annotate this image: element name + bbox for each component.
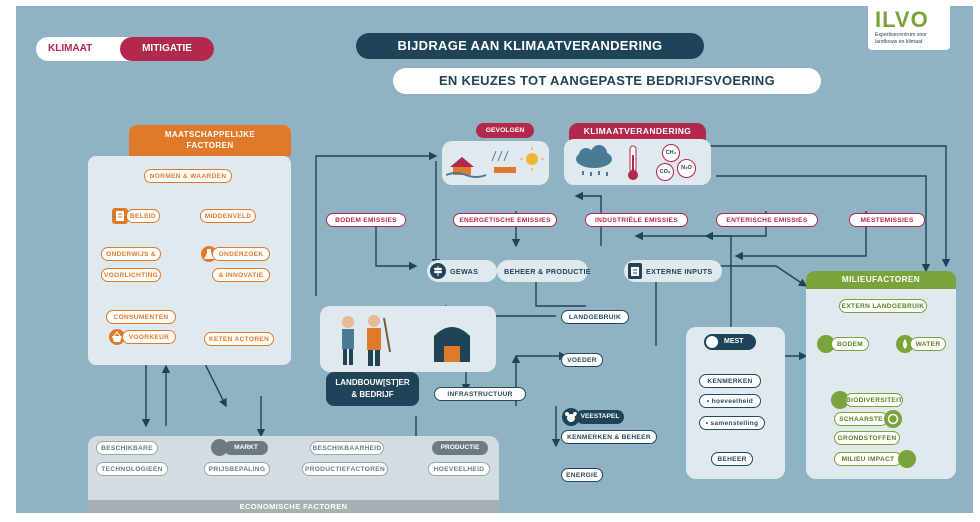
milieu-grondstoffen: GRONDSTOFFEN <box>834 431 900 445</box>
mest-beheer: BEHEER <box>711 452 753 466</box>
title-main: BIJDRAGE AAN KLIMAATVERANDERING <box>356 33 704 59</box>
poster-background: KLIMAAT MITIGATIE BIJDRAGE AAN KLIMAATVE… <box>16 6 973 513</box>
clipboard-icon <box>628 263 642 279</box>
factor-voorkeur: VOORKEUR <box>122 330 176 344</box>
basket-icon <box>109 329 125 345</box>
emission-enterisch: ENTERISCHE EMISSIES <box>716 213 818 227</box>
factor-normen: NORMEN & WAARDEN <box>144 169 232 183</box>
eco-markt: MARKT <box>224 441 268 455</box>
logo-tagline-1: Expertisecentrum voor <box>875 32 927 38</box>
farmer-label-box: LANDBOUW[ST]ER & BEDRIJF <box>326 372 419 406</box>
landgebruik-pill: LANDGEBRUIK <box>561 310 629 324</box>
mest-icon <box>706 336 718 348</box>
eco-productie: PRODUCTIE <box>432 441 488 455</box>
mest-header-label: MEST <box>724 338 744 345</box>
klimaat-panel: CH₄ CO₂ N₂O <box>564 139 711 185</box>
farmer-label-line2: & BEDRIJF <box>351 390 394 399</box>
document-icon <box>112 208 128 224</box>
logo-name: ILVO <box>875 7 929 32</box>
tab-mitigatie[interactable]: MITIGATIE <box>120 37 214 61</box>
mest-header: MEST <box>704 334 756 350</box>
milieu-panel <box>806 289 956 479</box>
wheat-icon <box>430 263 446 279</box>
gevolgen-panel <box>442 141 549 185</box>
eco-beschikbaarheid: BESCHIKBAARHEID <box>310 441 384 455</box>
externe-inputs-label: EXTERNE INPUTS <box>646 267 713 276</box>
maatschappelijk-header-line2: FACTOREN <box>186 141 234 150</box>
milieu-bodem: BODEM <box>831 337 869 351</box>
factor-consumenten: CONSUMENTEN <box>106 310 176 324</box>
gevolgen-label: GEVOLGEN <box>476 123 534 138</box>
economisch-header: ECONOMISCHE FACTOREN <box>88 500 499 513</box>
beheer-pill <box>497 260 588 282</box>
rain-cloud-icon <box>576 145 612 176</box>
maatschappelijk-header: MAATSCHAPPELIJKE FACTOREN <box>129 125 291 156</box>
milieu-header: MILIEUFACTOREN <box>806 271 956 289</box>
farmers-and-barn-illustration <box>342 315 470 366</box>
kenmerken-beheer-pill: KENMERKEN & BEHEER <box>561 430 657 444</box>
eco-hoeveelheid: HOEVEELHEID <box>428 462 490 476</box>
factor-voorlichting: VOORLICHTING <box>101 268 161 282</box>
factor-middenveld: MIDDENVELD <box>200 209 256 223</box>
milieu-water: WATER <box>910 337 946 351</box>
veestapel-pill: VEESTAPEL <box>576 410 624 424</box>
mest-hoeveelheid: • hoeveelheid <box>699 394 761 408</box>
hand-icon <box>898 450 916 468</box>
farmer-label-line1: LANDBOUW[ST]ER <box>335 378 410 387</box>
eco-beschikbare: BESCHIKBARE <box>96 441 158 455</box>
water-drop-icon <box>896 335 914 353</box>
maatschappelijk-header-line1: MAATSCHAPPELIJKE <box>164 130 256 139</box>
emission-energetisch: ENERGETISCHE EMISSIES <box>453 213 557 227</box>
klimaat-header: KLIMAATVERANDERING <box>569 123 706 140</box>
factor-innovatie: & INNOVATIE <box>212 268 270 282</box>
beheer-productie-label: BEHEER & PRODUCTIE <box>504 267 591 276</box>
gewas-label: GEWAS <box>450 267 479 276</box>
n2o-badge: N₂O <box>677 159 696 178</box>
infrastructuur-pill: INFRASTRUCTUUR <box>434 387 526 401</box>
farm-panel <box>320 306 496 372</box>
milieu-biodiversiteit: BIODIVERSITEIT <box>845 393 903 407</box>
thermometer-icon <box>628 145 638 180</box>
emission-industrieel: INDUSTRIËLE EMISSIES <box>585 213 688 227</box>
recycle-icon <box>884 410 902 428</box>
energie-pill: ENERGIE <box>561 468 603 482</box>
biodiversity-icon <box>831 391 849 409</box>
cow-icon <box>562 408 580 426</box>
title-sub: EN KEUZES TOT AANGEPASTE BEDRIJFSVOERING <box>393 68 821 94</box>
mest-samenstelling: • samenstelling <box>699 416 765 430</box>
eco-technologieen: TECHNOLOGIEËN <box>96 462 168 476</box>
emission-bodem: BODEM EMISSIES <box>326 213 406 227</box>
co2-badge: CO₂ <box>656 163 674 181</box>
tab-klimaat[interactable]: KLIMAAT <box>48 43 93 54</box>
factor-onderwijs: ONDERWIJS & <box>101 247 161 261</box>
eco-prijsbepaling: PRIJSBEPALING <box>204 462 270 476</box>
weather-impacts-icon <box>446 147 544 178</box>
milieu-schaarste: SCHAARSTE <box>834 412 888 426</box>
emission-mest: MESTEMISSIES <box>849 213 925 227</box>
factor-keten-actoren: KETEN ACTOREN <box>204 332 274 346</box>
inputs-pill <box>624 260 722 282</box>
ch4-badge: CH₄ <box>662 144 680 162</box>
logo-tagline-2: landbouw en klimaat <box>875 39 923 45</box>
milieu-extern-landgebruik: EXTERN LANDGEBRUIK <box>839 299 927 313</box>
logo-box: ILVO Expertisecentrum voor landbouw en k… <box>868 6 950 50</box>
coins-icon <box>211 439 228 456</box>
factor-beleid: BELEID <box>126 209 160 223</box>
soil-icon <box>817 335 835 353</box>
mest-kenmerken: KENMERKEN <box>699 374 761 388</box>
voeder-pill: VOEDER <box>561 353 603 367</box>
eco-productiefactoren: PRODUCTIEFACTOREN <box>302 462 388 476</box>
milieu-impact: MILIEU IMPACT <box>834 452 902 466</box>
factor-onderzoek: ONDERZOEK <box>212 247 270 261</box>
